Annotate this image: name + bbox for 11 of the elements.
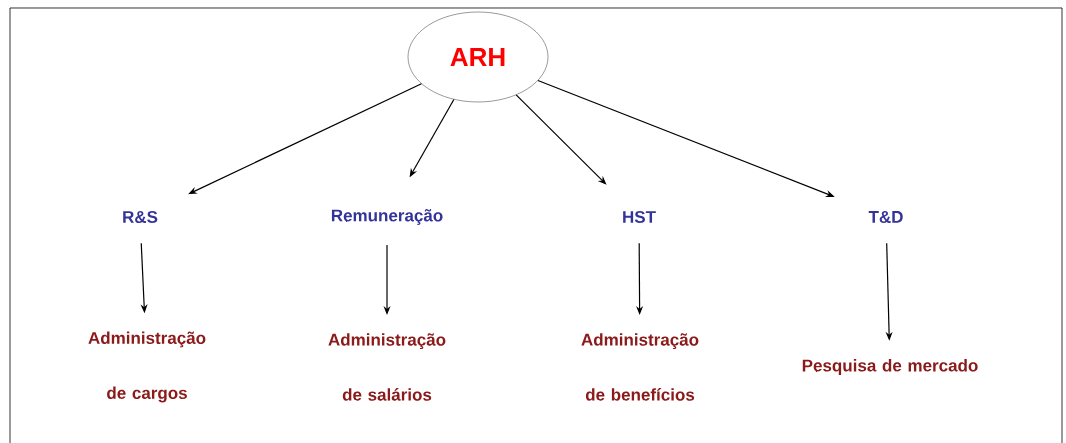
- category-label: Remuneração: [331, 209, 443, 225]
- ellipse-node: ARH: [407, 11, 549, 103]
- category-label: HST: [623, 210, 656, 223]
- activity-label: Administração de cargos: [88, 331, 206, 403]
- arrow: [188, 83, 423, 195]
- activity-label: Pesquisa de mercado: [802, 359, 978, 375]
- category-label: T&D: [868, 211, 903, 223]
- activity-label: Administração de salários: [328, 333, 446, 401]
- category-label: R&S: [123, 210, 158, 223]
- activity-label: Administração de benefícios: [581, 333, 699, 401]
- arrow: [515, 94, 607, 185]
